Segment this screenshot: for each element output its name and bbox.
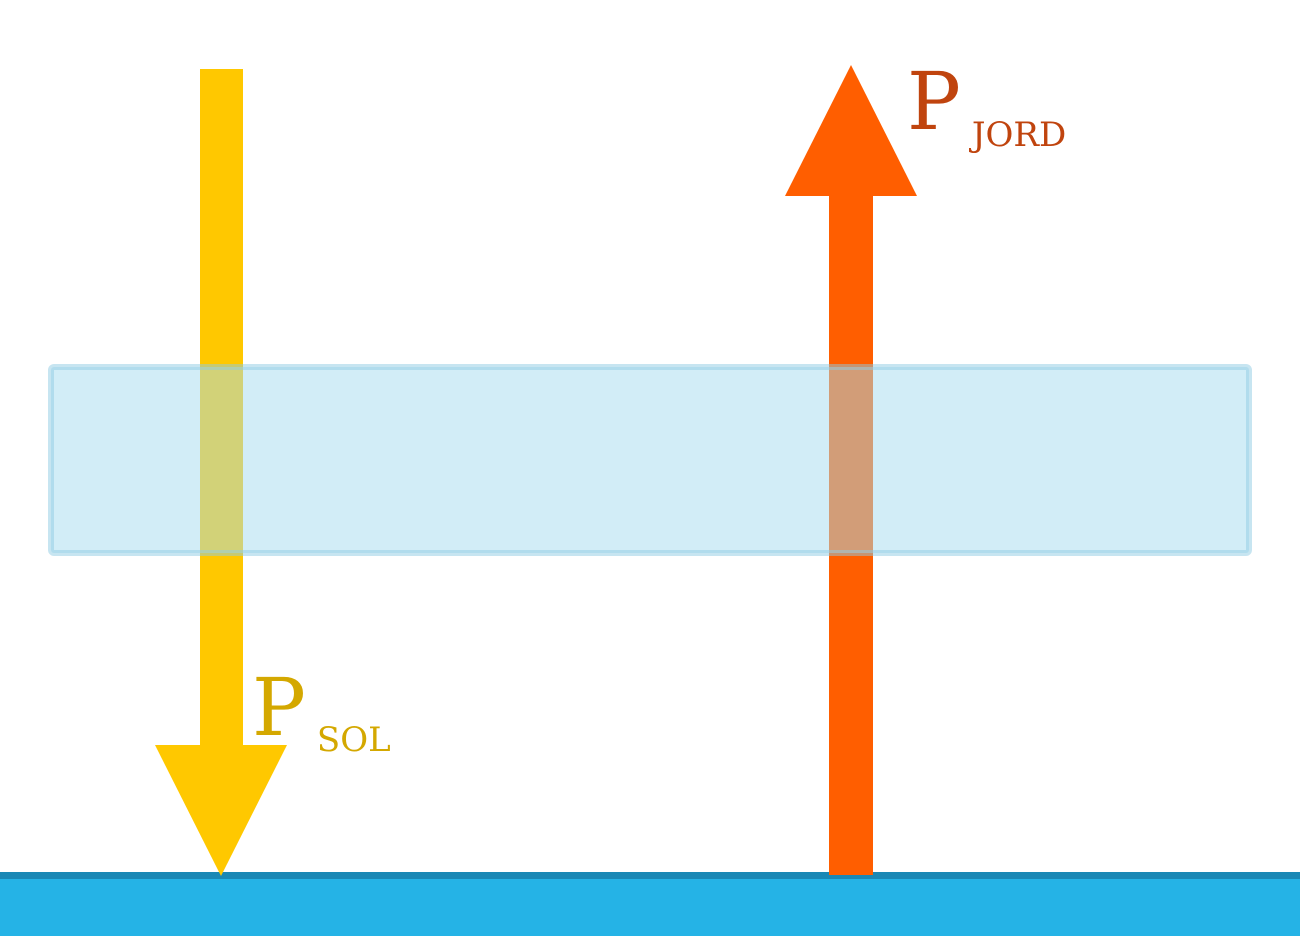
earth-label-main: P	[907, 55, 961, 148]
ground-surface	[0, 878, 1300, 936]
sun-label-sub: SOL	[317, 720, 391, 760]
atmosphere-layer	[48, 364, 1252, 556]
sun-arrow-head	[155, 745, 287, 876]
sun-radiation-label: P SOL	[252, 661, 391, 760]
earth-label-sub: JORD	[969, 115, 1066, 155]
sun-label-main: P	[252, 661, 306, 754]
earth-arrow-head	[785, 65, 917, 196]
earth-radiation-label: P JORD	[907, 55, 1066, 155]
ground-edge	[0, 872, 1300, 879]
